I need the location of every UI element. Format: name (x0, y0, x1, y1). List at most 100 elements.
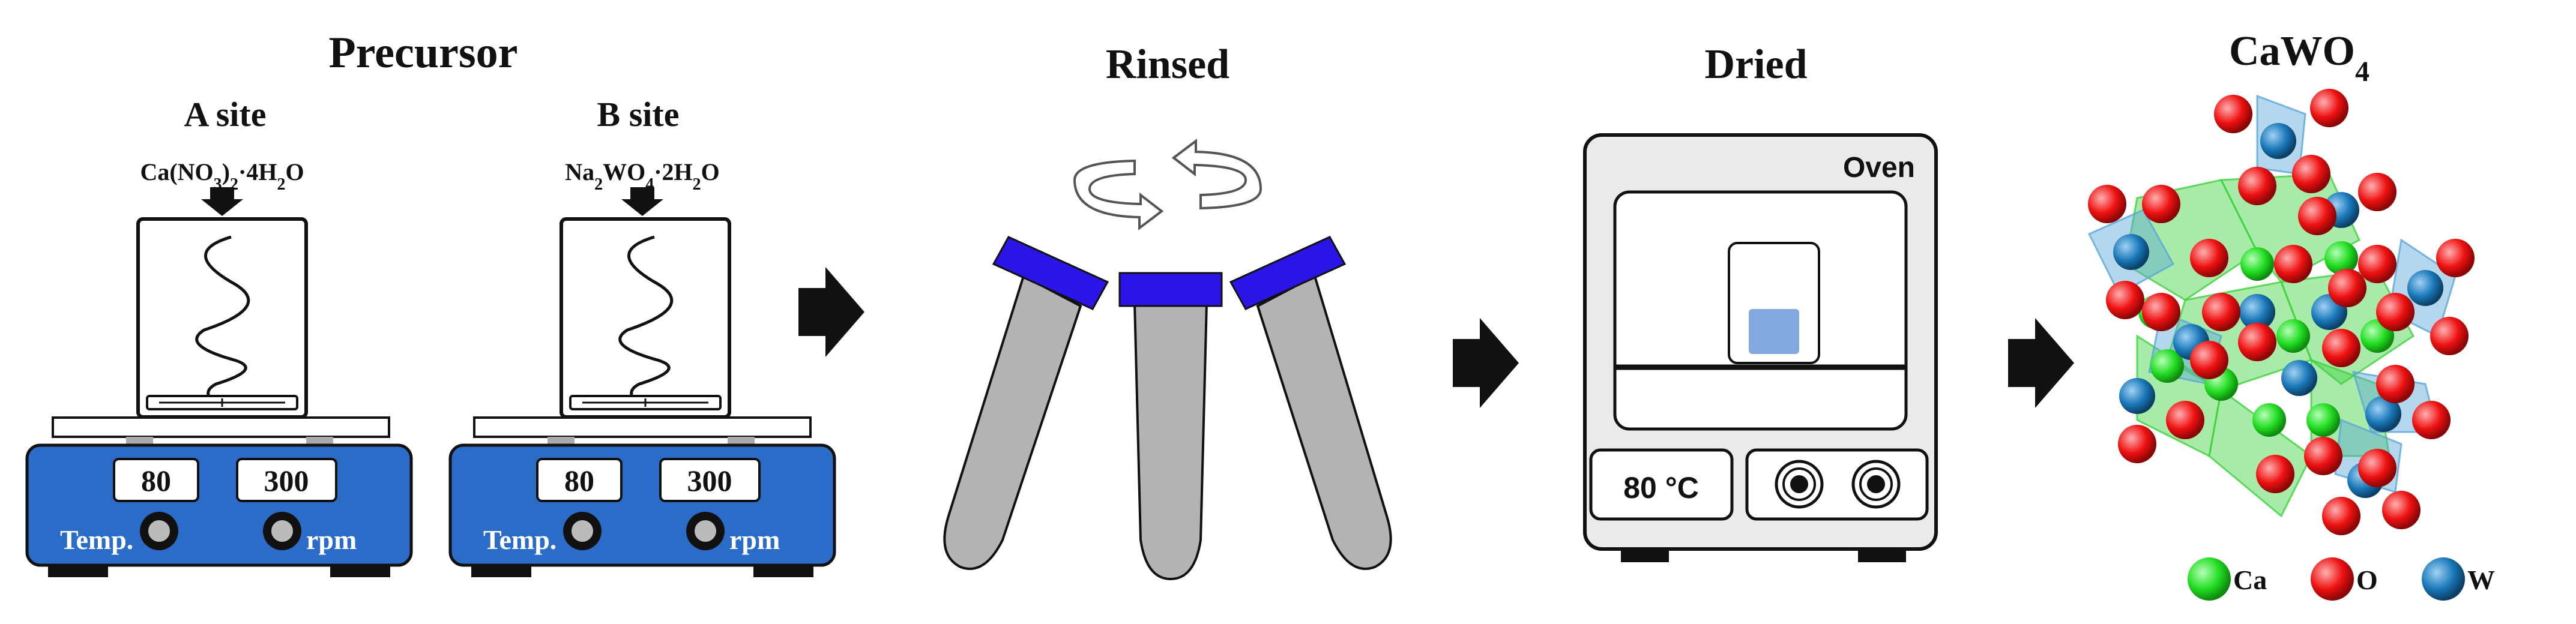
o-atom (2376, 365, 2415, 403)
centrifuge-tube-left (943, 236, 1109, 570)
beaker (136, 217, 308, 419)
down-arrow-icon (201, 187, 243, 216)
w-atom (2365, 396, 2401, 432)
hot-plate-top (52, 416, 390, 438)
o-atom (2190, 239, 2228, 277)
temp-value: 80 (141, 464, 171, 497)
oven-temp-display (1589, 448, 1734, 521)
stir-vortex (618, 235, 674, 400)
dried-title: Dried (1704, 41, 1807, 88)
rpm-label: rpm (729, 524, 780, 555)
rotation-arrows-icon (1073, 138, 1262, 231)
w-atom (2407, 270, 2443, 306)
rpm-knob-icon[interactable] (263, 512, 301, 550)
rpm-label: rpm (306, 524, 357, 555)
o-atom (2322, 329, 2360, 367)
b-site-setup: B site Na2WO4·2H2O 80 300 (448, 95, 836, 577)
temp-display (536, 458, 623, 502)
temp-label: Temp. (483, 524, 557, 555)
w-atom (2281, 360, 2317, 396)
a-site-reagent: Ca(NO3)2·4H2O (140, 158, 304, 194)
o-atom (2310, 89, 2348, 127)
w-atom (2239, 294, 2275, 330)
rpm-knob-icon[interactable] (686, 512, 725, 550)
tube-cap (1118, 272, 1223, 307)
rpm-value: 300 (687, 464, 732, 497)
o-atom (2298, 197, 2336, 235)
legend-label-w: W (2467, 565, 2495, 595)
process-arrow-icon (1453, 318, 1519, 408)
beaker (560, 217, 731, 419)
o-atom (2274, 245, 2312, 283)
process-arrow-icon (2008, 318, 2074, 408)
o-atom (2088, 185, 2126, 223)
o-atom (2256, 455, 2294, 493)
precursor-title: Precursor (328, 28, 517, 77)
process-arrow-icon (798, 267, 864, 357)
o-atom (2412, 401, 2451, 439)
w-atom (2260, 123, 2296, 159)
o-atom (2436, 239, 2475, 277)
a-site-label: A site (184, 95, 267, 134)
ca-atom (2276, 319, 2310, 353)
product-title: CaWO4 (2229, 28, 2369, 88)
crystal-structure (2087, 89, 2475, 535)
product-section: CaWO4 Ca O W (2087, 28, 2495, 601)
o-atom (2190, 341, 2228, 379)
ca-atom (2240, 247, 2274, 281)
w-atom (2113, 234, 2149, 270)
legend-swatch-w (2422, 557, 2465, 601)
o-atom (2142, 185, 2180, 223)
rpm-display (659, 458, 761, 502)
o-atom (2430, 317, 2469, 355)
down-arrow-icon (621, 187, 663, 216)
oven-dial-icon[interactable] (1775, 460, 1824, 509)
b-site-label: B site (597, 95, 680, 134)
element-legend: Ca O W (2188, 557, 2495, 601)
temp-label: Temp. (60, 524, 133, 555)
rpm-display (236, 458, 337, 502)
sample-powder (1749, 309, 1799, 354)
temp-value: 80 (564, 464, 594, 497)
o-atom (2382, 491, 2421, 529)
o-atom (2202, 293, 2240, 331)
legend-swatch-ca (2188, 557, 2231, 601)
ca-atom (2324, 241, 2358, 275)
o-atom (2214, 95, 2252, 133)
o-atom (2166, 401, 2204, 439)
centrifuge-tube-center (1118, 272, 1223, 581)
hot-plate-top (473, 416, 812, 438)
ca-atom (2252, 403, 2286, 437)
o-atom (2328, 269, 2366, 307)
rinsed-title: Rinsed (1106, 41, 1229, 88)
temp-knob-icon[interactable] (140, 512, 178, 550)
w-atom (2119, 378, 2155, 414)
oven-dial-icon[interactable] (1851, 460, 1901, 509)
ca-atom (2150, 349, 2184, 383)
o-atom (2238, 167, 2276, 205)
legend-label-ca: Ca (2233, 565, 2267, 595)
o-atom (2376, 293, 2415, 331)
oven-label: Oven (1843, 152, 1915, 184)
a-site-setup: A site Ca(NO3)2·4H2O 80 300 (25, 95, 413, 577)
o-atom (2358, 449, 2397, 487)
centrifuge-tube-right (1229, 236, 1392, 570)
o-atom (2358, 173, 2397, 211)
o-atom (2322, 497, 2360, 535)
tube-cap (1229, 236, 1347, 310)
stir-vortex (195, 235, 250, 400)
temp-knob-icon[interactable] (563, 512, 602, 550)
tube-cap (992, 236, 1109, 310)
legend-swatch-o (2311, 557, 2354, 601)
oven: Oven 80 °C (1583, 133, 1938, 562)
legend-label-o: O (2356, 565, 2378, 595)
o-atom (2142, 293, 2180, 331)
rinsed-section: Rinsed (943, 41, 1392, 581)
rpm-value: 300 (264, 464, 309, 497)
o-atom (2358, 245, 2397, 283)
oven-temperature: 80 °C (1623, 471, 1699, 505)
precursor-section: Precursor A site Ca(NO3)2·4H2O 80 300 (25, 28, 836, 577)
temp-display (113, 458, 199, 502)
o-atom (2238, 323, 2276, 361)
